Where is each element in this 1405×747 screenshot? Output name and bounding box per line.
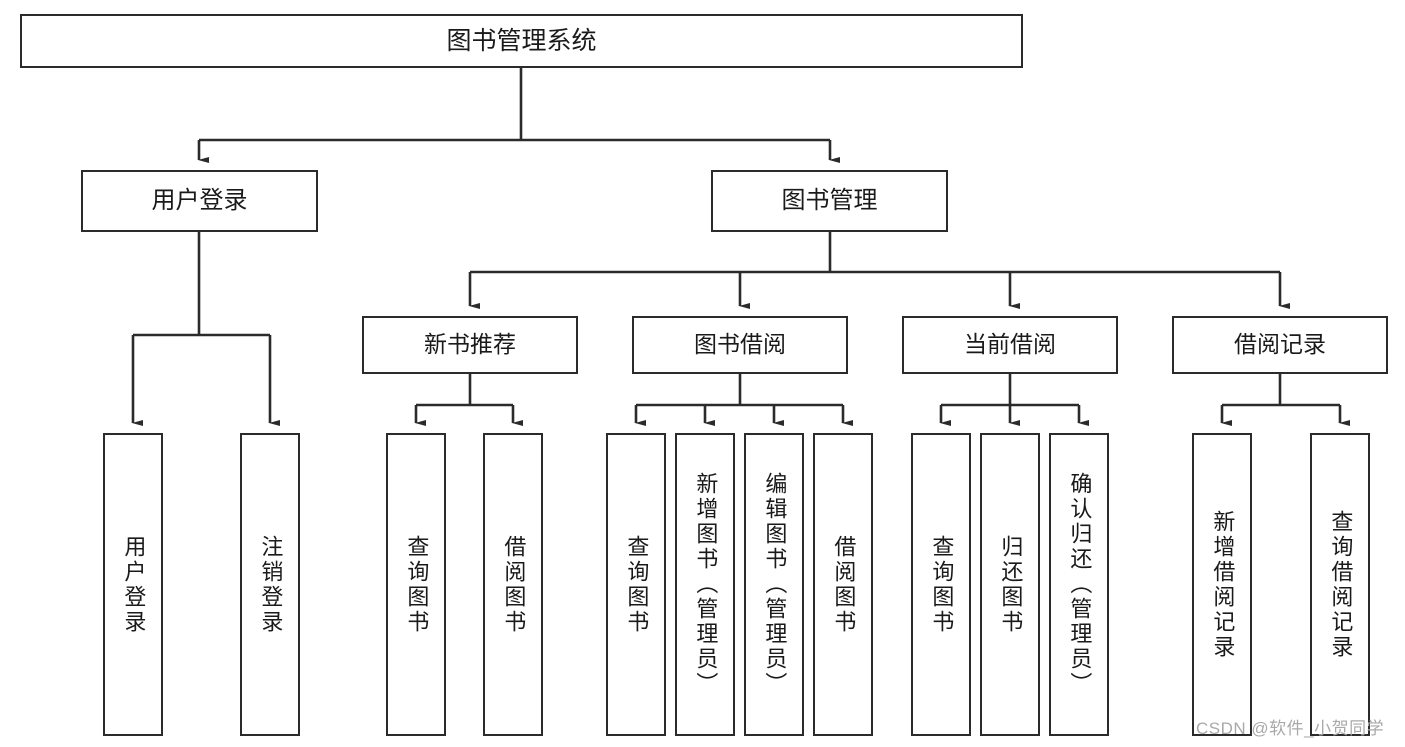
leaf-label: 查询图书	[404, 534, 430, 635]
leaf-return-book[interactable]: 归还图书	[980, 433, 1040, 736]
leaf-label: 新增借阅记录	[1210, 509, 1236, 660]
leaf-confirm-return-admin[interactable]: 确认归还（管理员）	[1049, 433, 1109, 736]
node-new-book-recommendation[interactable]: 新书推荐	[362, 316, 578, 374]
leaf-borrow-book-new[interactable]: 借阅图书	[483, 433, 543, 736]
leaf-add-book-admin[interactable]: 新增图书（管理员）	[675, 433, 735, 736]
node-root-system[interactable]: 图书管理系统	[20, 14, 1023, 68]
leaf-edit-book-admin[interactable]: 编辑图书（管理员）	[744, 433, 804, 736]
leaf-query-borrow-record[interactable]: 查询借阅记录	[1310, 433, 1370, 736]
leaf-query-book-new[interactable]: 查询图书	[386, 433, 446, 736]
node-book-management[interactable]: 图书管理	[711, 170, 948, 232]
leaf-label: 查询图书	[624, 534, 650, 635]
node-current-borrowing[interactable]: 当前借阅	[902, 316, 1118, 374]
leaf-borrow-book[interactable]: 借阅图书	[813, 433, 873, 736]
leaf-label: 新增图书（管理员）	[693, 472, 719, 697]
leaf-user-login[interactable]: 用户登录	[103, 433, 163, 736]
node-user-login[interactable]: 用户登录	[81, 170, 318, 232]
leaf-label: 用户登录	[121, 534, 147, 635]
leaf-logout[interactable]: 注销登录	[240, 433, 300, 736]
csdn-watermark: CSDN @软件_小贺同学	[1196, 719, 1385, 738]
node-borrow-records[interactable]: 借阅记录	[1172, 316, 1388, 374]
leaf-query-book-current[interactable]: 查询图书	[911, 433, 971, 736]
leaf-label: 编辑图书（管理员）	[762, 472, 788, 697]
leaf-label: 确认归还（管理员）	[1067, 472, 1093, 697]
leaf-label: 借阅图书	[501, 534, 527, 635]
leaf-label: 查询借阅记录	[1328, 509, 1354, 660]
leaf-label: 注销登录	[258, 534, 284, 635]
node-book-borrowing[interactable]: 图书借阅	[632, 316, 848, 374]
leaf-label: 借阅图书	[831, 534, 857, 635]
leaf-label: 查询图书	[929, 534, 955, 635]
leaf-query-book-borrow[interactable]: 查询图书	[606, 433, 666, 736]
leaf-add-borrow-record[interactable]: 新增借阅记录	[1192, 433, 1252, 736]
leaf-label: 归还图书	[998, 534, 1024, 635]
